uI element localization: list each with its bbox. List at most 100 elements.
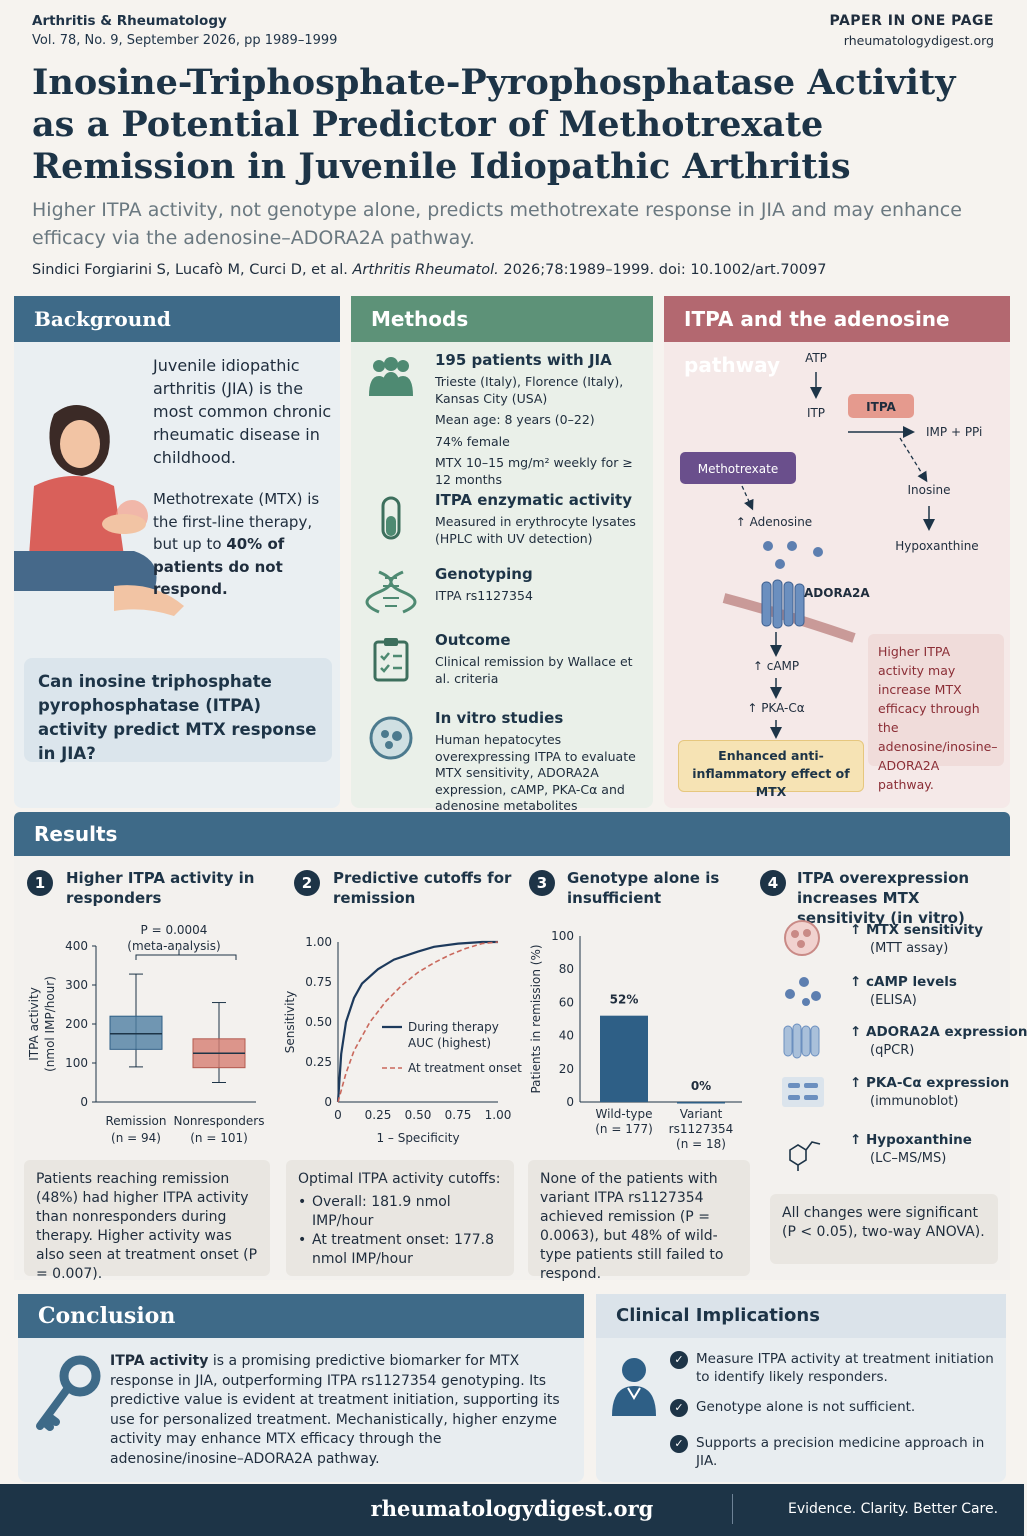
footer: rheumatologydigest.org Evidence. Clarity…	[0, 1484, 1024, 1536]
x-tick-label: 0.50	[405, 1108, 432, 1122]
category-count: (n = 177)	[595, 1122, 653, 1136]
clipboard-icon	[373, 638, 409, 682]
y-tick-label: 400	[65, 939, 88, 953]
y-tick-label: 200	[65, 1017, 88, 1031]
background-header: Background	[14, 296, 340, 342]
paper-tag: PAPER IN ONE PAGE	[829, 13, 994, 29]
cutoff-onset: •At treatment onset: 177.8 nmol IMP/hour	[298, 1232, 495, 1267]
implications-header: Clinical Implications	[596, 1294, 1006, 1338]
y-axis-title: Patients in remission (%)	[529, 944, 543, 1093]
site-link[interactable]: rheumatologydigest.org	[843, 33, 994, 48]
adenosine-label: ↑ Adenosine	[736, 515, 812, 529]
panel-1-title: Higher ITPA activity in responders	[66, 869, 255, 907]
y-axis-title: Sensitivity	[283, 991, 297, 1053]
journal-name: Arthritis & Rheumatology	[32, 13, 227, 29]
category-label: Wild-type	[595, 1107, 652, 1121]
roc-chart: 000.250.250.500.500.750.751.001.00Sensit…	[283, 935, 522, 1145]
method-item-line: Measured in erythrocyte lysates (HPLC wi…	[435, 514, 636, 546]
category-count: (n = 18)	[676, 1137, 726, 1151]
bar	[677, 1102, 725, 1104]
page-subtitle: Higher ITPA activity, not genotype alone…	[32, 199, 962, 249]
bar-value-label: 52%	[610, 993, 639, 1007]
y-tick-label: 20	[559, 1062, 574, 1076]
background-highlight: 40% of patients do not respond.	[153, 535, 285, 598]
panel-1-note: Patients reaching remission (48%) had hi…	[24, 1160, 270, 1282]
background-text-2: Methotrexate (MTX) is the first-line the…	[153, 488, 339, 601]
box-2	[192, 1002, 246, 1083]
x-tick-label: 0.75	[445, 1108, 472, 1122]
citation-authors: Sindici Forgiarini S, Lucafò M, Curci D,…	[32, 262, 348, 278]
finding-label: ↑ cAMP levels	[850, 974, 957, 990]
panel-3-note: None of the patients with variant ITPA r…	[528, 1160, 750, 1282]
finding-label: ↑ ADORA2A expression	[850, 1024, 1027, 1040]
conclusion-lead: ITPA activity	[110, 1353, 209, 1369]
category-label: Remission	[106, 1114, 167, 1128]
x-tick-label: 0	[334, 1108, 342, 1122]
clinician-icon	[612, 1358, 656, 1416]
invitro-finding: ↑ ADORA2A expression (qPCR)	[780, 1022, 1027, 1066]
methotrexate-box	[680, 452, 796, 484]
citation-journal: Arthritis Rheumatol.	[352, 262, 499, 278]
cutoff-overall: •Overall: 181.9 nmol IMP/hour	[298, 1194, 451, 1229]
legend-series-2: At treatment onset	[408, 1061, 522, 1075]
box-plot: P = 0.0004 (meta-analysis) 0100200300400…	[27, 923, 264, 1145]
roc-curve-1	[336, 940, 498, 1103]
methotrexate-label: Methotrexate	[698, 462, 778, 476]
pathway-note: Higher ITPA activity may increase MTX ef…	[868, 634, 1004, 792]
test-tube-icon	[381, 496, 401, 540]
inosine-label: Inosine	[907, 483, 950, 497]
molecules-icon	[785, 977, 821, 1006]
method-item-line: ITPA rs1127354	[435, 588, 533, 603]
mtx-effect-box: Enhanced anti-inflammatory effect of MTX	[678, 740, 864, 799]
footer-site[interactable]: rheumatologydigest.org	[370, 1496, 654, 1521]
implication-item: ✓Supports a precision medicine approach …	[670, 1434, 1000, 1470]
x-tick-label: 0.25	[365, 1108, 392, 1122]
method-item-title: Genotyping	[435, 565, 533, 583]
panel-4-note: All changes were significant (P < 0.05),…	[770, 1194, 998, 1264]
method-item-body: Human hepatocytes overexpressing ITPA to…	[435, 732, 647, 815]
y-tick-label: 80	[559, 962, 574, 976]
roc-curve-2	[337, 941, 499, 1103]
finding-label: ↑ PKA-Cα expression	[850, 1075, 1010, 1091]
pka-label: ↑ PKA-Cα	[747, 701, 804, 715]
y-tick-label: 0	[324, 1095, 332, 1109]
background-text-2a: Methotrexate (MTX) is the first-line the…	[153, 490, 320, 553]
panel-3-number: 3	[529, 870, 555, 896]
category-count: (n = 101)	[190, 1131, 248, 1145]
y-tick-label: 60	[559, 995, 574, 1009]
background-text-1: Juvenile idiopathic arthritis (JIA) is t…	[153, 356, 332, 467]
y-tick-label: 0	[80, 1095, 88, 1109]
conclusion-header: Conclusion	[18, 1294, 584, 1338]
box-1	[109, 973, 163, 1068]
bar-value-label: 0%	[691, 1079, 711, 1093]
y-tick-label: 100	[551, 929, 574, 943]
cutoff-overall-text: Overall: 181.9 nmol IMP/hour	[312, 1194, 451, 1229]
citation-rest: 2026;78:1989–1999. doi: 10.1002/art.7009…	[503, 262, 827, 278]
meta-analysis-label: (meta-analysis)	[127, 939, 220, 953]
y-tick-label: 100	[65, 1056, 88, 1070]
citation: Sindici Forgiarini S, Lucafò M, Curci D,…	[32, 262, 826, 278]
method-item-title: ITPA enzymatic activity	[435, 491, 632, 509]
finding-method: (ELISA)	[870, 993, 917, 1008]
pathway-card: ITPA and the adenosine pathway ATP ITP I…	[664, 296, 1010, 808]
footer-tagline: Evidence. Clarity. Better Care.	[788, 1501, 999, 1517]
journal-info: Arthritis & Rheumatology Vol. 78, No. 9,…	[32, 12, 337, 50]
panel-1-number: 1	[27, 870, 53, 896]
invitro-finding: ↑ MTX sensitivity(MTT assay)	[780, 920, 1006, 964]
method-item-line: Mean age: 8 years (0–22)	[435, 412, 595, 427]
check-icon: ✓	[670, 1351, 688, 1369]
y-tick-label: 300	[65, 978, 88, 992]
finding-label: ↑ Hypoxanthine	[850, 1132, 972, 1148]
finding-method: (immunoblot)	[870, 1094, 959, 1109]
panel-2-number: 2	[294, 870, 320, 896]
camp-label: ↑ cAMP	[753, 659, 799, 673]
implication-text: Genotype alone is not sufficient.	[696, 1399, 916, 1415]
finding-method: (qPCR)	[870, 1043, 915, 1058]
y-tick-label: 40	[559, 1029, 574, 1043]
page-title: Inosine-Triphosphate-Pyrophosphatase Act…	[32, 62, 956, 187]
implication-item: ✓Genotype alone is not sufficient.	[670, 1398, 1000, 1417]
methods-header: Methods	[351, 296, 653, 342]
panel-2-title: Predictive cutoffs for remission	[333, 869, 512, 907]
method-item-line: Clinical remission by Wallace et al. cri…	[435, 654, 633, 686]
